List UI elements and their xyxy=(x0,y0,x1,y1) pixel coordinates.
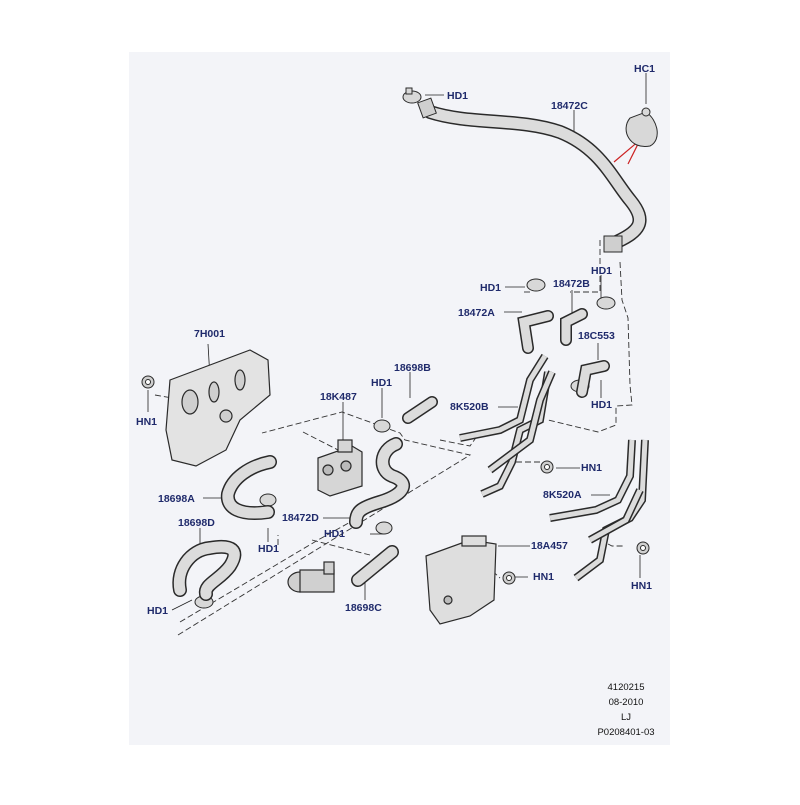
hose-18C553 xyxy=(576,360,610,398)
hose-18698D xyxy=(172,539,242,601)
label-HD1-f: HD1 xyxy=(324,528,346,540)
label-HD1-b: HD1 xyxy=(591,265,613,277)
pipe-assembly-8K520B xyxy=(459,353,556,498)
hose-18698B xyxy=(402,396,438,424)
hose-18472B xyxy=(560,308,588,346)
hose-18472A xyxy=(517,310,554,354)
label-HD1-e: HD1 xyxy=(258,543,280,555)
label-HC1: HC1 xyxy=(634,63,656,75)
hose-18472D xyxy=(349,437,410,529)
hose-18698A xyxy=(220,455,277,520)
label-HN1-d: HN1 xyxy=(631,580,653,592)
valve-18K487 xyxy=(317,439,363,497)
label-18A457: 18A457 xyxy=(531,540,568,552)
label-8K520B: 8K520B xyxy=(450,401,489,413)
clamp-HD1-top xyxy=(402,87,422,104)
clamp-HD1-a xyxy=(526,278,546,292)
label-HD1-c: HD1 xyxy=(591,399,613,411)
pipe-assembly-8K520A xyxy=(549,439,649,582)
label-18472C: 18472C xyxy=(551,100,588,112)
bracket-18A457 xyxy=(425,535,497,625)
label-8K520A: 8K520A xyxy=(543,489,582,501)
ref-code: P0208401-03 xyxy=(597,727,655,738)
label-18698A: 18698A xyxy=(158,493,195,505)
label-18C553: 18C553 xyxy=(578,330,615,342)
hose-18472C xyxy=(417,97,647,253)
label-18472B: 18472B xyxy=(553,278,590,290)
label-HN1-a: HN1 xyxy=(136,416,158,428)
label-HD1-d: HD1 xyxy=(371,377,393,389)
clamp-HD1-f xyxy=(375,521,393,535)
nut-HN1-c xyxy=(502,571,516,585)
nut-HN1-d xyxy=(636,541,650,555)
clamp-HD1-b xyxy=(596,296,616,310)
label-7H001: 7H001 xyxy=(194,328,225,340)
label-HN1-c: HN1 xyxy=(533,571,555,583)
clip-HC1 xyxy=(625,107,658,147)
label-18698D: 18698D xyxy=(178,517,215,529)
heat-shield-7H001 xyxy=(165,349,271,467)
label-18698C: 18698C xyxy=(345,602,382,614)
label-HD1-top: HD1 xyxy=(447,90,469,102)
clamp-HD1-d xyxy=(373,419,391,433)
label-18698B: 18698B xyxy=(394,362,431,374)
pump xyxy=(287,561,335,593)
hose-18698C xyxy=(351,545,399,587)
ref-date: 08-2010 xyxy=(608,697,644,708)
label-HN1-b: HN1 xyxy=(581,462,603,474)
label-HD1-a: HD1 xyxy=(480,282,502,294)
nut-HN1-a xyxy=(141,375,155,389)
label-18472D: 18472D xyxy=(282,512,319,524)
label-18K487: 18K487 xyxy=(320,391,357,403)
ref-number: 4120215 xyxy=(607,682,645,693)
label-HD1-g: HD1 xyxy=(147,605,169,617)
label-18472A: 18472A xyxy=(458,307,495,319)
ref-initials: LJ xyxy=(620,712,632,723)
nut-HN1-b xyxy=(540,460,554,474)
clamp-HD1-e xyxy=(259,493,277,507)
